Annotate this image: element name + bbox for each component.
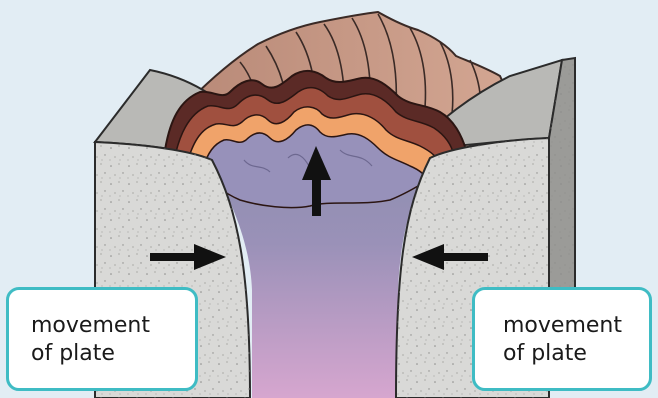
label-left-line1: movement bbox=[31, 312, 195, 340]
label-movement-of-plate-left: movement of plate bbox=[6, 287, 198, 391]
label-left-line2: of plate bbox=[31, 340, 195, 368]
label-right-line1: movement bbox=[503, 312, 649, 340]
label-right-line2: of plate bbox=[503, 340, 649, 368]
label-movement-of-plate-right: movement of plate bbox=[472, 287, 652, 391]
